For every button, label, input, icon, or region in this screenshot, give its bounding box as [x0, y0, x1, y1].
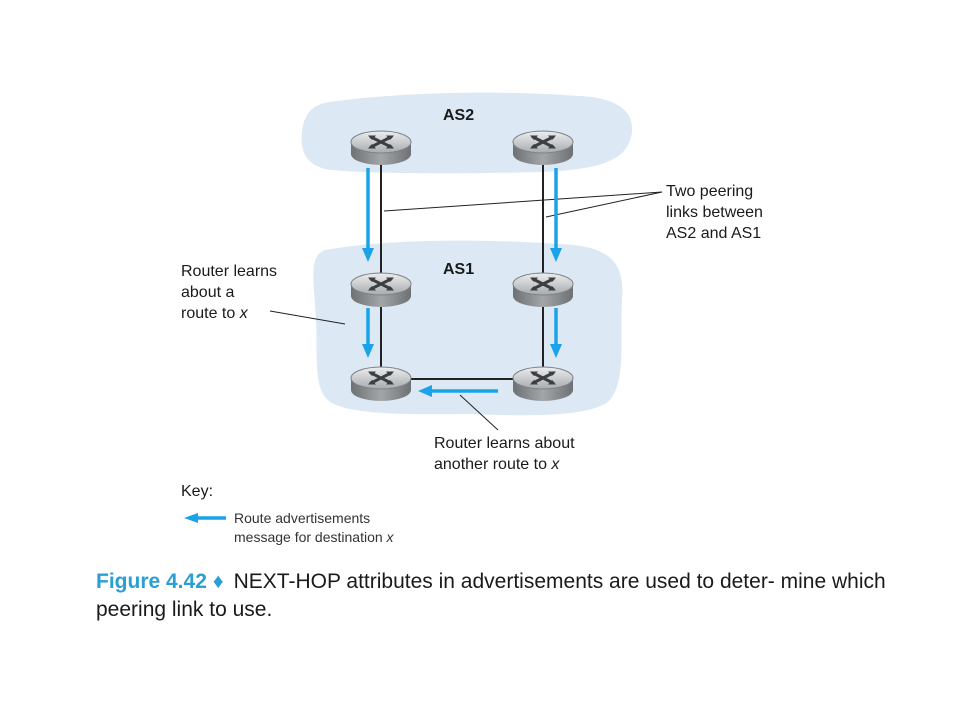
peering-leader-2: [545, 191, 663, 218]
router-learns-a-line3: route to x: [181, 303, 277, 324]
peering-annotation-line2: links between: [666, 204, 763, 221]
as2-label: AS2: [443, 107, 475, 124]
key-arrow-head: [184, 513, 198, 523]
router-as1-top-right: [511, 271, 575, 309]
arrow-head-4: [550, 344, 562, 358]
router-learns-a-line2: about a: [181, 284, 235, 301]
key-line1: Route advertisements: [234, 510, 371, 526]
arrow-head-1: [362, 248, 374, 262]
as1-label: AS1: [443, 261, 475, 278]
variable-x: x: [239, 305, 248, 322]
advertisement-arrows: [184, 168, 562, 523]
as2-cloud: [301, 92, 633, 174]
key-line2: message for destination x: [234, 528, 394, 547]
router-learns-b-annotation: Router learns about another route to x: [434, 433, 575, 475]
caption-text: NEXT-HOP attributes in advertisements ar…: [96, 570, 886, 621]
router-as2-right: [511, 129, 575, 167]
key-line2-text: message for destination: [234, 529, 387, 545]
variable-x: x: [551, 456, 560, 473]
diamond-icon: ♦: [212, 570, 224, 593]
router-as1-top-left: [349, 271, 413, 309]
router-as1-bottom-left: [349, 365, 413, 403]
router-learns-a-annotation: Router learns about a route to x: [181, 261, 277, 324]
peering-annotation-line3: AS2 and AS1: [666, 225, 762, 242]
variable-x: x: [386, 529, 394, 545]
peering-annotation-line1: Two peering: [666, 183, 754, 200]
router-learns-b-leader: [459, 394, 499, 431]
links: [380, 160, 544, 380]
arrow-head-3: [362, 344, 374, 358]
figure-caption: Figure 4.42♦NEXT-HOP attributes in adver…: [96, 568, 896, 624]
leader-lines: [269, 191, 663, 431]
router-learns-a-leader: [269, 310, 346, 325]
figure-number: Figure 4.42: [96, 570, 207, 593]
peering-leader-1: [383, 191, 663, 212]
key-title: Key:: [181, 483, 214, 500]
router-learns-b-line2: another route to x: [434, 454, 575, 475]
peering-annotation: Two peering links between AS2 and AS1: [666, 181, 763, 244]
arrow-head-2: [550, 248, 562, 262]
router-learns-a-line1: Router learns: [181, 263, 278, 280]
router-learns-b-text: another route to: [434, 456, 552, 473]
key-description: Route advertisements message for destina…: [234, 509, 394, 547]
arrow-head-5: [418, 385, 432, 397]
router-as2-left: [349, 129, 413, 167]
router-as1-bottom-right: [511, 365, 575, 403]
router-learns-b-line1: Router learns about: [434, 435, 575, 452]
router-learns-a-text: route to: [181, 305, 240, 322]
